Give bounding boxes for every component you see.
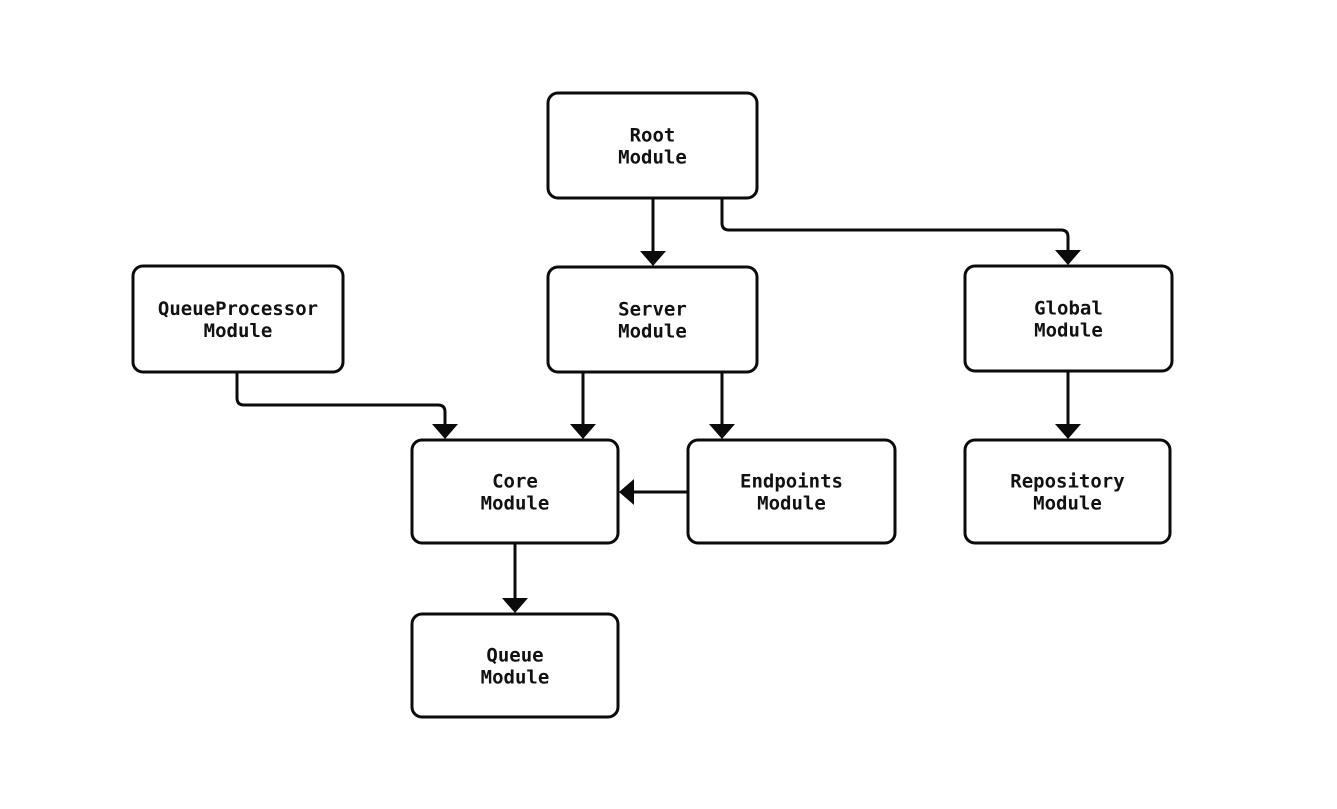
node-server-box: [546, 265, 759, 374]
node-endpoints-box: [686, 438, 897, 545]
edge-queueprocessor-to-core: [235, 372, 458, 439]
node-queue-box: [410, 612, 620, 719]
node-root-box: [546, 91, 759, 200]
edge-root-to-global: [720, 198, 1081, 265]
edges-layer: [235, 198, 1081, 613]
node-global-box: [963, 264, 1174, 373]
node-queueprocessor-box: [131, 264, 345, 374]
node-repository-box: [963, 438, 1172, 545]
node-core-box: [410, 438, 620, 545]
